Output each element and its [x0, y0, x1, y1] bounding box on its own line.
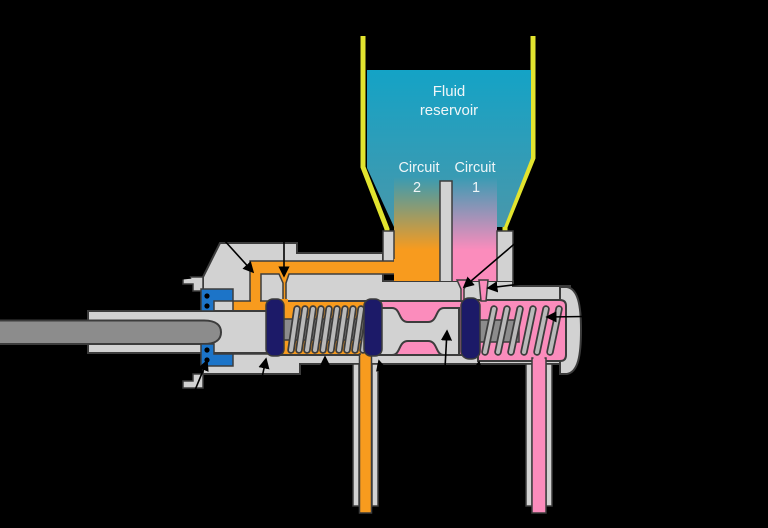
mounting-tab-top: [182, 276, 204, 292]
circuit1-pipe-wall-left: [525, 363, 533, 507]
leader-arrow-12: [545, 311, 623, 323]
leader-arrow-7: [376, 359, 399, 433]
primary-seal-front: [265, 298, 285, 357]
reservoir-stub-right: [497, 231, 513, 281]
leader-arrow-5: [251, 357, 270, 425]
circuit2-pipe-wall-left: [352, 363, 360, 507]
leader-arrow-10: [462, 221, 541, 289]
secondary-seal-rear: [363, 298, 383, 357]
circuit2-label: Circuit: [398, 160, 439, 176]
reservoir-divider-outline: [439, 180, 453, 281]
circuit1-number: 1: [472, 180, 480, 196]
retainer-pin-1: [204, 293, 210, 299]
circuit2-feed-column: [394, 177, 440, 281]
circuit2-channel-junction: [251, 299, 260, 303]
circuit2-passage-junction: [394, 259, 401, 276]
circuit1-outlet-fluid: [531, 357, 547, 514]
leader-arrow-4: [185, 359, 209, 413]
leader-arrow-11: [486, 271, 623, 293]
reservoir-label-line1: Fluid: [433, 83, 466, 100]
reservoir-stub-left-outline: [382, 230, 395, 261]
circuit2-pipe-wall-right: [371, 363, 379, 507]
leader-arrows: [147, 190, 623, 443]
reservoir-stub-left: [383, 231, 394, 261]
circuit1-label: Circuit: [454, 160, 495, 176]
leader-arrow-8: [440, 329, 453, 443]
reservoir-stub-right-outline: [496, 230, 514, 281]
circuit1-feed-column: [452, 177, 497, 281]
circuit2-outlet-junction: [361, 351, 370, 358]
circuit1-pipe-wall-right: [545, 363, 553, 507]
leader-arrow-9: [467, 360, 484, 439]
circuit2-port-junction: [281, 299, 288, 303]
leader-arrow-1: [184, 196, 255, 274]
circuit2-number: 2: [413, 180, 421, 196]
secondary-seal-front: [460, 297, 481, 360]
circuit1-outlet-junction: [533, 356, 545, 364]
secondary-piston: [377, 307, 460, 356]
reservoir-label-line2: reservoir: [420, 102, 478, 119]
reservoir-divider: [440, 181, 452, 281]
retainer-pin-3: [204, 347, 210, 353]
secondary-spring: [483, 307, 561, 354]
circuit2-outlet-fluid: [358, 353, 373, 514]
circuit1-intake-port: [478, 279, 489, 302]
reservoir-wall-right: [502, 36, 536, 233]
leader-arrow-3: [147, 261, 192, 280]
retainer-pin-2: [204, 303, 210, 309]
pushrod: [0, 319, 223, 345]
